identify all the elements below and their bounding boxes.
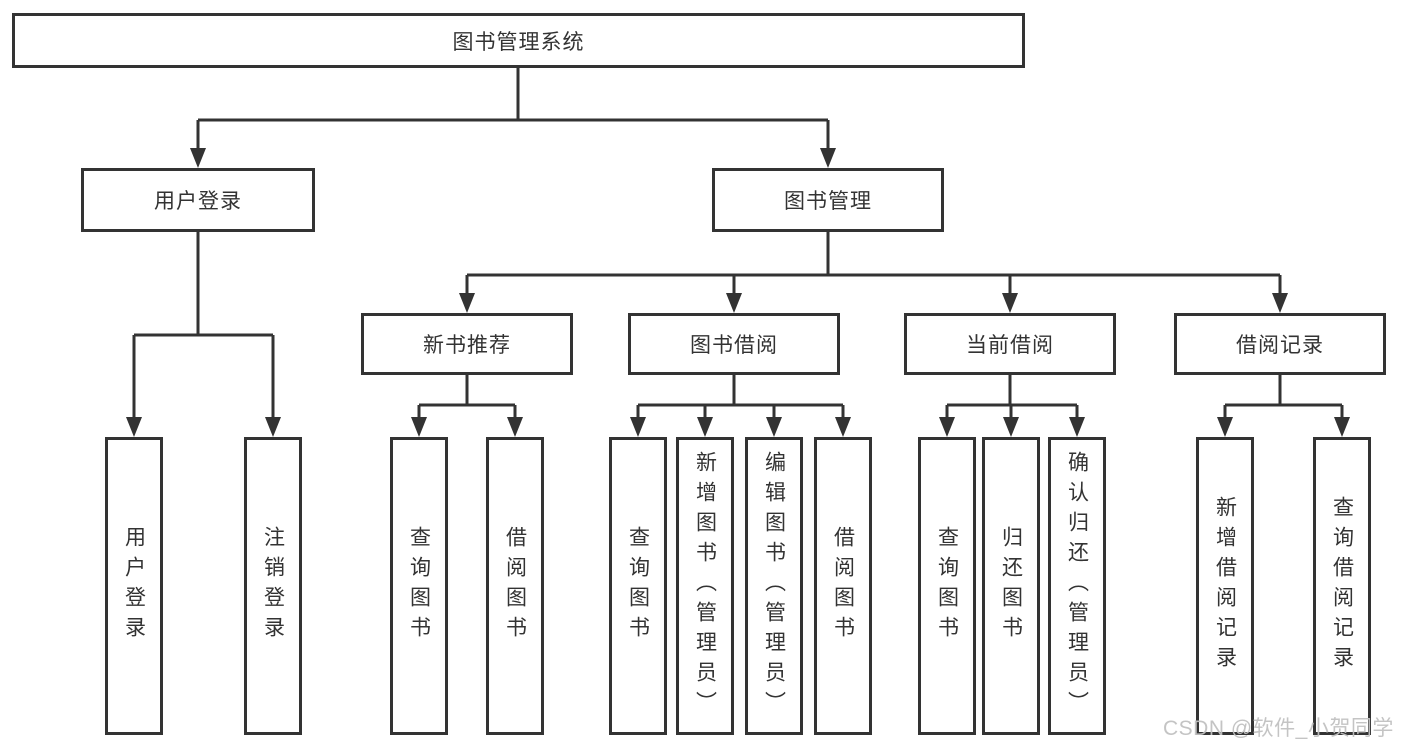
leaf-add-borrow-record: 新增借阅记录 — [1196, 437, 1254, 735]
node-label: 归还图书 — [999, 526, 1023, 646]
leaf-query-books-recommend: 查询图书 — [390, 437, 448, 735]
csdn-watermark: CSDN @软件_小贺同学 — [1163, 717, 1394, 740]
node-user-login: 用户登录 — [81, 168, 315, 232]
leaf-query-borrow-record: 查询借阅记录 — [1313, 437, 1371, 735]
node-new-book-recommendation: 新书推荐 — [361, 313, 573, 375]
node-label: 新书推荐 — [423, 334, 511, 357]
node-borrowing-records: 借阅记录 — [1174, 313, 1386, 375]
leaf-borrow-books: 借阅图书 — [814, 437, 872, 735]
leaf-query-books-current: 查询图书 — [918, 437, 976, 735]
node-book-management: 图书管理 — [712, 168, 944, 232]
node-label: 图书借阅 — [690, 334, 778, 357]
node-library-management-system: 图书管理系统 — [12, 13, 1025, 68]
node-label: 图书管理 — [784, 190, 872, 213]
node-label: 用户登录 — [154, 190, 242, 213]
node-label: 新增借阅记录 — [1213, 496, 1237, 676]
leaf-user-login: 用户登录 — [105, 437, 163, 735]
node-label: 用户登录 — [122, 526, 146, 646]
leaf-edit-book-admin: 编辑图书（管理员） — [745, 437, 803, 735]
node-label: 查询借阅记录 — [1330, 496, 1354, 676]
node-label: 编辑图书（管理员） — [762, 451, 786, 721]
leaf-confirm-return-admin: 确认归还（管理员） — [1048, 437, 1106, 735]
leaf-query-books-borrow: 查询图书 — [609, 437, 667, 735]
leaf-return-books: 归还图书 — [982, 437, 1040, 735]
node-label: 当前借阅 — [966, 334, 1054, 357]
node-label: 借阅记录 — [1236, 334, 1324, 357]
leaf-borrow-books-recommend: 借阅图书 — [486, 437, 544, 735]
node-label: 确认归还（管理员） — [1065, 451, 1089, 721]
node-label: 新增图书（管理员） — [693, 451, 717, 721]
leaf-logout: 注销登录 — [244, 437, 302, 735]
node-label: 注销登录 — [261, 526, 285, 646]
node-book-borrowing: 图书借阅 — [628, 313, 840, 375]
node-label: 借阅图书 — [503, 526, 527, 646]
node-label: 查询图书 — [935, 526, 959, 646]
node-label: 查询图书 — [407, 526, 431, 646]
node-label: 图书管理系统 — [452, 30, 585, 54]
leaf-add-book-admin: 新增图书（管理员） — [676, 437, 734, 735]
node-label: 借阅图书 — [831, 526, 855, 646]
node-label: 查询图书 — [626, 526, 650, 646]
node-current-borrowing: 当前借阅 — [904, 313, 1116, 375]
